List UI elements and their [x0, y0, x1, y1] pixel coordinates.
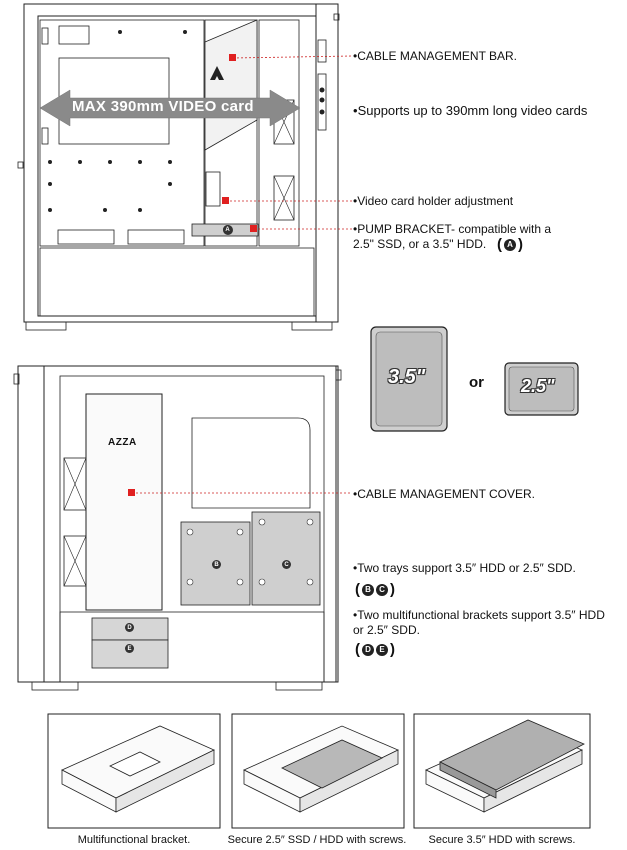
top-case-drawing [17, 3, 340, 331]
label-cable-management-bar: •CABLE MANAGEMENT BAR. [353, 49, 518, 63]
label-supports: •Supports up to 390mm long video cards [353, 103, 588, 118]
panel-ssd-drawing [243, 725, 399, 813]
label-holder: •Video card holder adjustment [353, 194, 514, 208]
top-leader-lines [226, 55, 353, 230]
label-trays: •Two trays support 3.5″ HDD or 2.5″ SDD. [353, 561, 576, 575]
badge-e: E [376, 643, 388, 656]
marker-a: A [223, 225, 232, 234]
logo-triangle [210, 66, 224, 80]
brand-logo: AZZA [108, 437, 137, 448]
cable-management-bar-shape [204, 19, 258, 151]
hdd-35-label: 3.5" [388, 366, 426, 388]
marker-c: C [282, 560, 291, 569]
panel-hdd [413, 713, 591, 829]
top-case-holes [48, 30, 325, 212]
video-card-arrow [39, 89, 301, 127]
caption-bracket: Multifunctional bracket. [77, 834, 191, 846]
bottom-marker [128, 489, 135, 496]
pump-badge: (A) [497, 236, 523, 253]
top-markers [222, 54, 257, 232]
or-label: or [469, 374, 484, 391]
badge-a: A [504, 238, 516, 251]
bottom-case-drawing [13, 365, 342, 691]
caption-hdd: Secure 3.5″ HDD with screws. [428, 834, 576, 846]
detail-panels [47, 713, 591, 829]
marker-e: E [125, 644, 134, 653]
tray-holes [186, 518, 314, 586]
video-card-arrow-text: MAX 390mm VIDEO card [72, 98, 254, 115]
marker-d: D [125, 623, 134, 632]
panel-bracket-drawing [61, 725, 215, 813]
marker-b: B [212, 560, 221, 569]
badge-c: C [376, 583, 388, 596]
badge-b: B [362, 583, 374, 596]
hdd-35-drawing [370, 326, 448, 432]
caption-ssd: Secure 2.5″ SSD / HDD with screws. [227, 834, 407, 846]
label-pump-bracket: •PUMP BRACKET- compatible with a 2.5" SS… [353, 222, 552, 251]
badge-d: D [362, 643, 374, 656]
panel-hdd-drawing [425, 719, 585, 813]
panel-ssd [231, 713, 405, 829]
panel-bracket [47, 713, 221, 829]
cable-management-cover-shape [85, 393, 163, 611]
hdd-25-label: 2.5" [521, 376, 555, 396]
label-brackets: •Two multifunctional brackets support 3.… [353, 608, 605, 637]
tray-c-shape [251, 511, 321, 606]
label-cable-management-cover: •CABLE MANAGEMENT COVER. [353, 487, 536, 501]
hdd-25-drawing [504, 362, 579, 416]
